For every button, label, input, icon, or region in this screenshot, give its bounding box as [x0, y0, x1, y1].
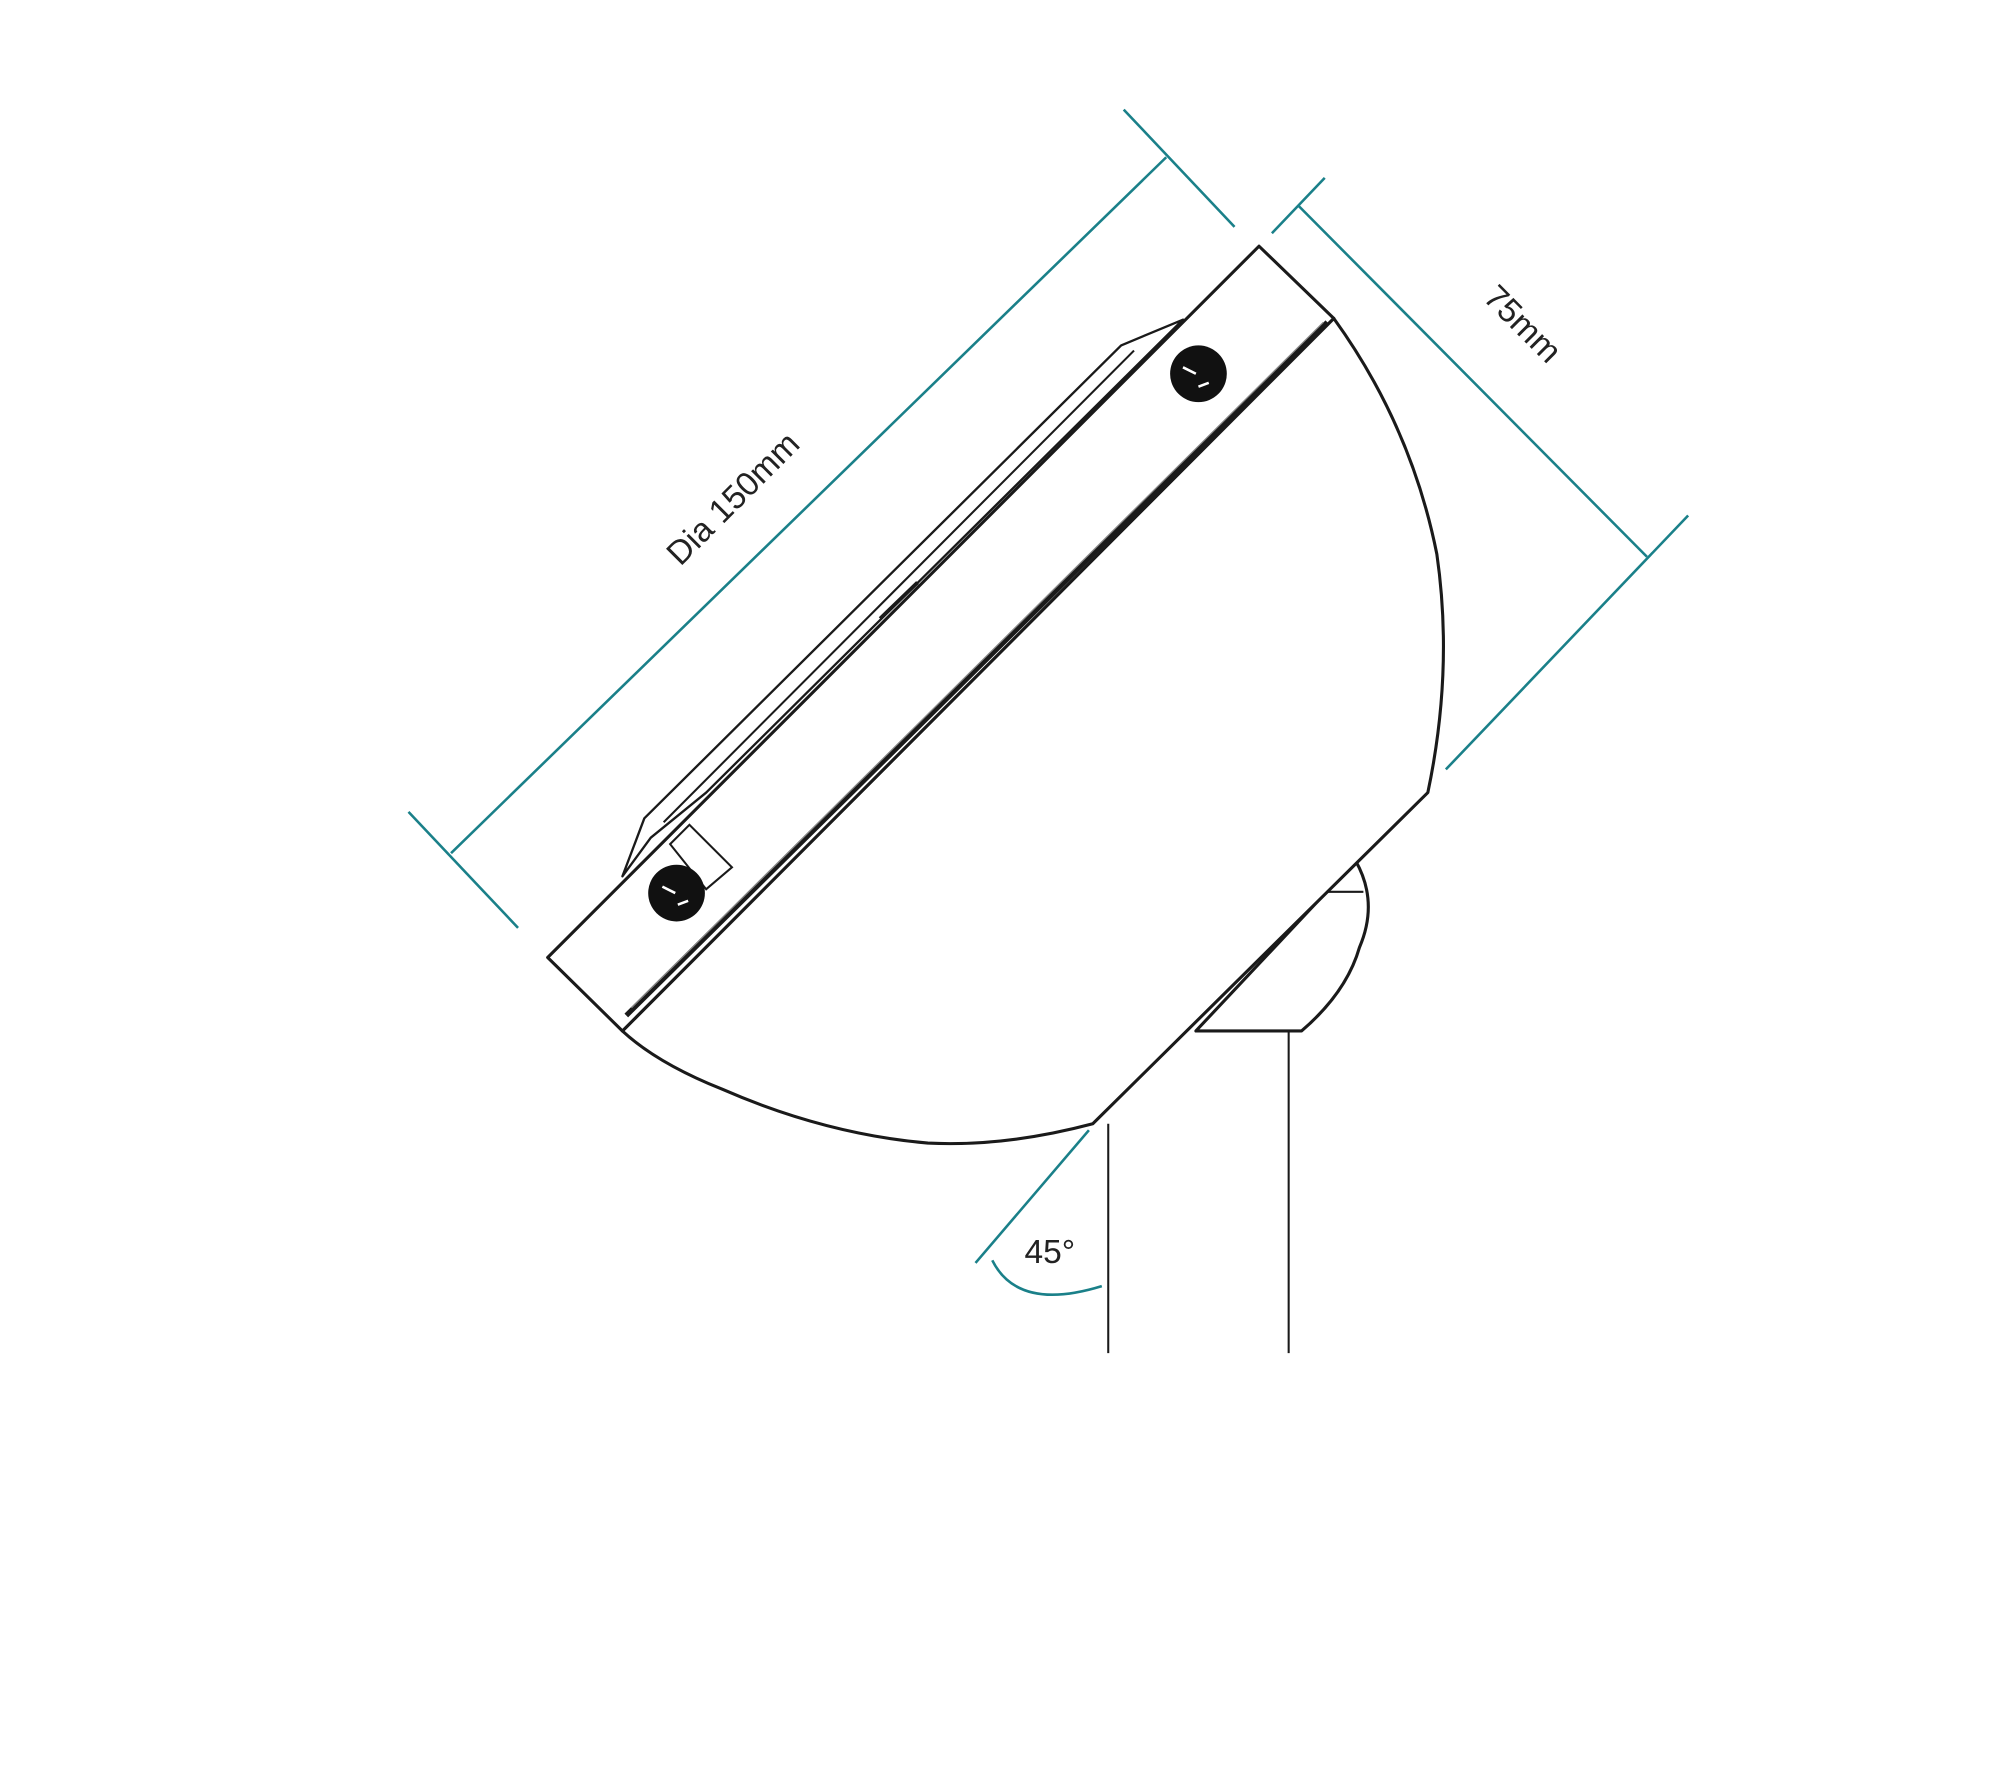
lamp-housing — [620, 316, 1445, 1146]
diameter-label: Dia 150mm — [660, 425, 807, 572]
angle-dimension: 45° — [974, 1129, 1103, 1297]
screw-icon — [1170, 345, 1227, 403]
angle-label: 45° — [1024, 1234, 1075, 1271]
depth-label: 75mm — [1476, 279, 1568, 371]
front-plate — [546, 244, 1336, 1033]
mounting-post — [1107, 859, 1370, 1354]
screw-icon — [648, 864, 705, 922]
